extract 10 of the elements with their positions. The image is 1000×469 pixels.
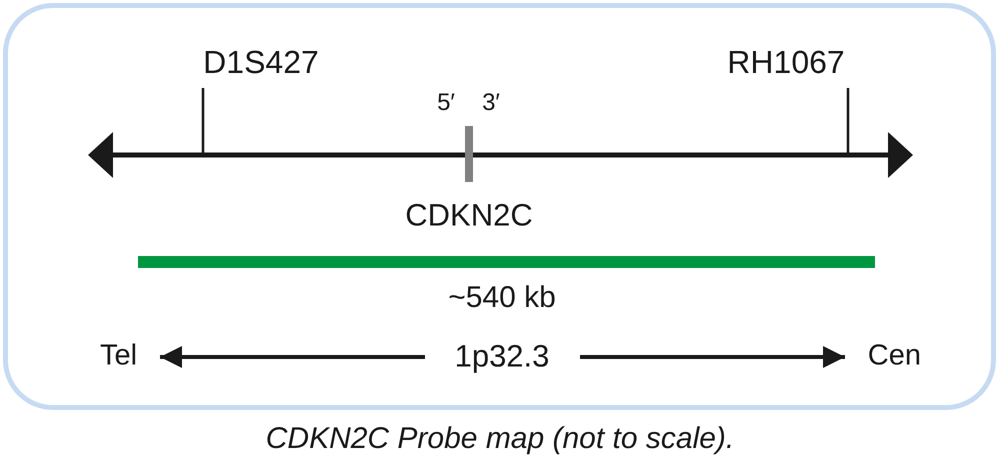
centromere-label: Cen	[868, 342, 921, 370]
probe-size: ~540 kb	[448, 283, 556, 313]
marker-name: RH1067	[727, 46, 845, 78]
strand-label: 5′	[437, 91, 455, 115]
strand-label: 3′	[482, 91, 500, 115]
caption: CDKN2C Probe map (not to scale).	[264, 424, 736, 454]
gene-name: CDKN2C	[405, 200, 533, 230]
telomere-label: Tel	[100, 342, 138, 370]
band-label: 1p32.3	[454, 340, 550, 372]
marker-name: D1S427	[203, 46, 319, 78]
